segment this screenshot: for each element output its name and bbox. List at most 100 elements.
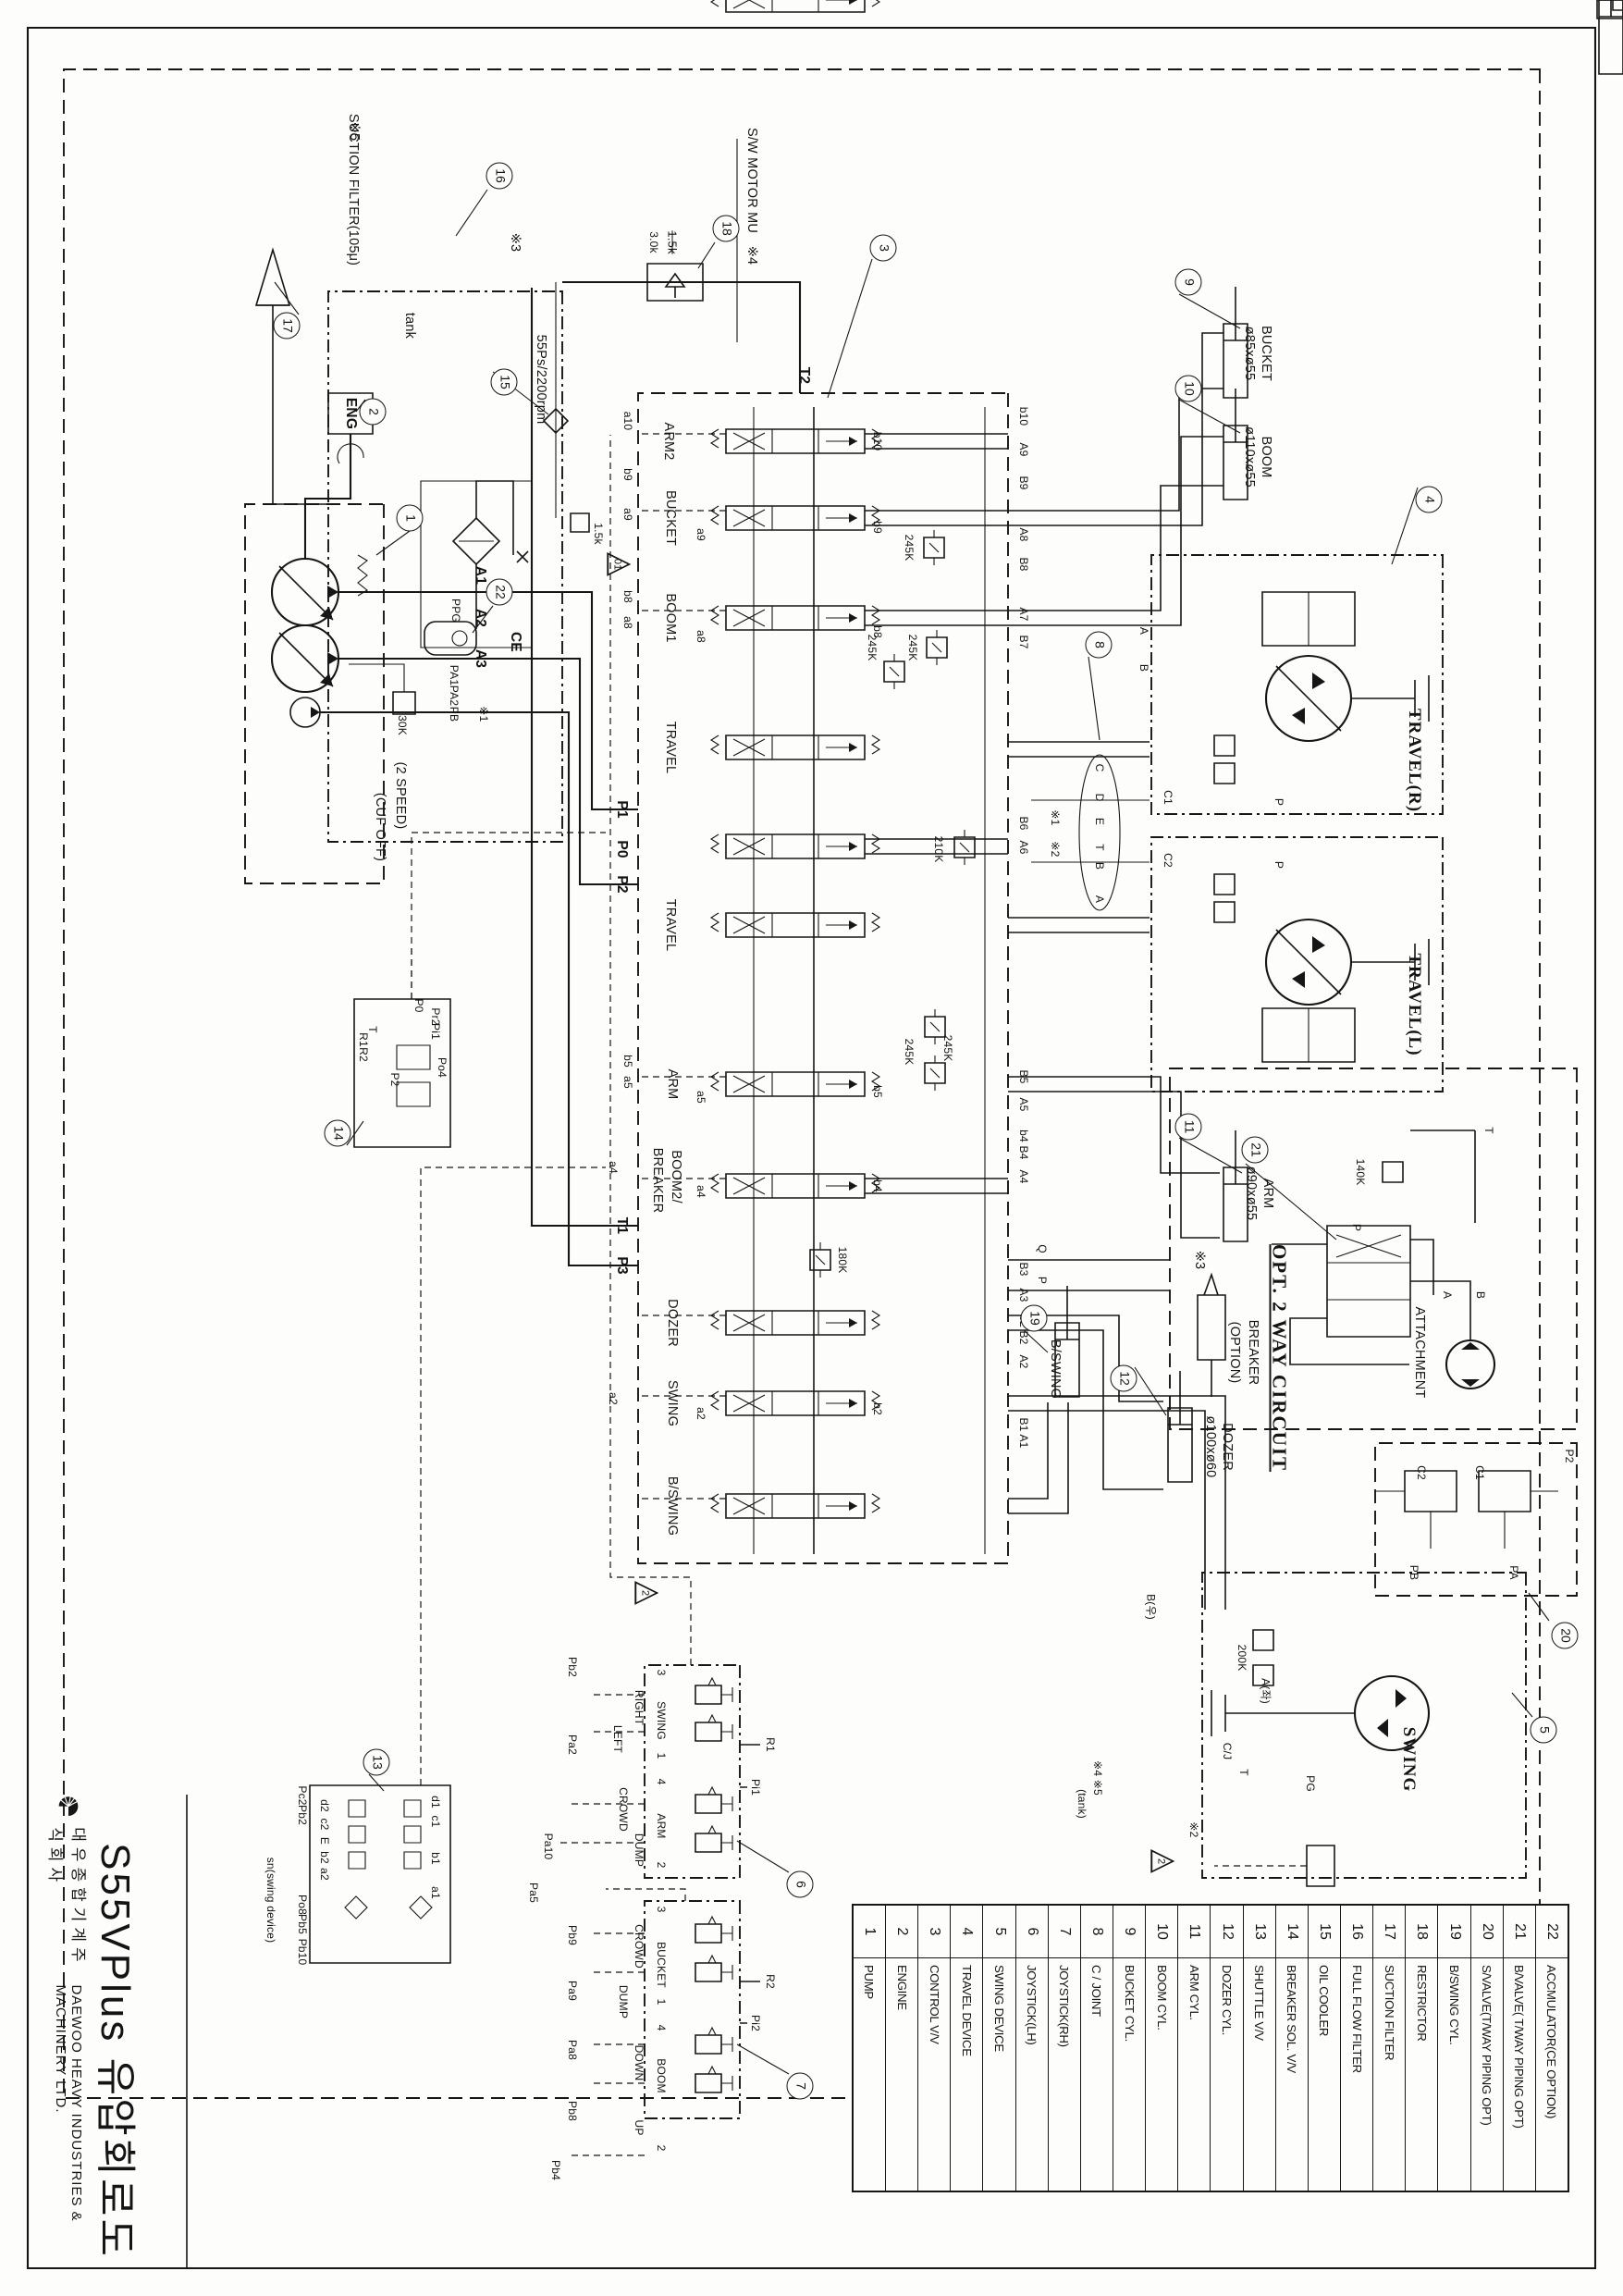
- diagram-label: b10: [871, 431, 884, 451]
- part-number: 18: [1406, 1906, 1438, 1958]
- delta-marker-2: △2: [1147, 1848, 1183, 1874]
- part-number: 21: [1503, 1906, 1535, 1958]
- diagram-label: P2: [1563, 1449, 1576, 1463]
- travel-left: [1151, 837, 1443, 1092]
- diagram-label: R2: [764, 1974, 777, 1989]
- diagram-label: BUCKET: [655, 1942, 668, 1988]
- ref-marker-2: 2: [359, 398, 387, 426]
- ref-marker-6: 6: [786, 1870, 814, 1898]
- diagram-label: 245K: [941, 1034, 954, 1062]
- diagram-label: ø85xø55: [1242, 326, 1257, 381]
- ref-marker-4: 4: [1415, 486, 1443, 513]
- diagram-label: 4: [655, 1778, 668, 1785]
- part-number: 11: [1178, 1906, 1211, 1958]
- diagram-label: P: [1350, 1223, 1363, 1232]
- diagram-label: ※3: [508, 232, 523, 253]
- diagram-label: a8: [695, 630, 707, 643]
- diagram-label: 245K: [906, 634, 919, 661]
- diagram-label: PB: [1408, 1564, 1420, 1581]
- diagram-label: SWING: [1399, 1726, 1419, 1793]
- diagram-label: BREAKER: [650, 1147, 665, 1214]
- diagram-label: ø90xø55: [1244, 1166, 1259, 1221]
- diagram-label: A3: [1017, 1288, 1030, 1302]
- diagram-label: B(우): [1144, 1594, 1158, 1620]
- diagram-label: ENG: [343, 397, 359, 430]
- ref-marker-9: 9: [1174, 268, 1202, 296]
- diagram-label: ø100xø60: [1203, 1415, 1218, 1478]
- control-valve-bank: [638, 393, 1008, 1563]
- diagram-label: BREAKER: [1246, 1319, 1260, 1386]
- diagram-label: 1.5k: [592, 523, 605, 545]
- diagram-label: ※2: [1187, 1821, 1200, 1838]
- diagram-label: a9: [695, 528, 707, 541]
- diagram-label: ø110xø55: [1242, 426, 1257, 488]
- part-name: RESTRICTOR: [1414, 1965, 1429, 2042]
- diagram-label: c1: [429, 1815, 442, 1828]
- s-valve-block: [1375, 1443, 1577, 1596]
- diagram-label: C1: [1162, 790, 1174, 805]
- diagram-label: P: [1273, 797, 1285, 807]
- diagram-label: TRAVEL(L): [1405, 953, 1424, 1056]
- part-number: 9: [1113, 1906, 1146, 1958]
- ref-marker-17: 17: [273, 312, 301, 339]
- diagram-label: Q: [1036, 1244, 1049, 1253]
- part-name: ARM CYL.: [1187, 1965, 1201, 2020]
- diagram-label: A(좌): [1259, 1678, 1273, 1704]
- part-number: 10: [1146, 1906, 1178, 1958]
- diagram-label: 210K: [932, 835, 945, 863]
- part-number: 5: [983, 1906, 1015, 1958]
- diagram-label: Pa9: [566, 1981, 579, 2001]
- diagram-label: 245K: [866, 634, 879, 661]
- diagram-label: PA2: [448, 685, 461, 707]
- diagram-label: BOOM: [655, 2058, 668, 2093]
- part-number: 3: [918, 1906, 951, 1958]
- part-name: S/VALVE(T/WAY PIPING OPT): [1480, 1965, 1494, 2126]
- diagram-label: Po4: [436, 1057, 449, 1078]
- breaker-sol-valve: [354, 944, 450, 1147]
- diagram-label: B9: [1017, 475, 1030, 490]
- diagram-label: b5: [871, 1085, 884, 1098]
- diagram-label: A2: [473, 608, 488, 628]
- company-name-kr: 대우종합기계주식회사: [46, 1827, 87, 1968]
- diagram-label: ※5: [347, 121, 362, 142]
- diagram-label: Pb5: [296, 1914, 309, 1934]
- diagram-label: 3: [655, 1906, 668, 1913]
- diagram-label: B: [1137, 663, 1150, 673]
- diagram-label: 245K: [903, 1038, 916, 1066]
- part-name: PUMP: [862, 1965, 877, 1999]
- diagram-label: PPG: [449, 599, 462, 623]
- diagram-label: E: [1093, 817, 1106, 826]
- diagram-label: Pb8: [566, 2101, 579, 2121]
- ref-marker-20: 20: [1551, 1622, 1579, 1649]
- ref-marker-18: 18: [712, 215, 740, 242]
- ref-marker-5: 5: [1530, 1716, 1557, 1744]
- diagram-label: sn(swing device): [264, 1857, 277, 1944]
- diagram-label: ATTACHMENT: [1412, 1306, 1427, 1399]
- diagram-label: 1: [655, 1752, 668, 1759]
- diagram-label: Pa5: [527, 1882, 540, 1903]
- diagram-label: Pi2: [749, 2015, 762, 2031]
- diagram-label: a10: [621, 411, 634, 431]
- diagram-label: Pb4: [549, 2160, 562, 2180]
- diagram-label: 30K: [396, 715, 409, 735]
- diagram-label: P: [1273, 860, 1285, 870]
- diagram-label: 1: [655, 1998, 668, 2006]
- diagram-label: (CUF OFF): [373, 792, 387, 862]
- diagram-label: PA1: [448, 664, 461, 686]
- diagram-label: P0: [614, 840, 630, 858]
- diagram-label: a9: [621, 508, 634, 521]
- return-lines: [532, 139, 800, 1226]
- diagram-label: DOZER: [665, 1299, 680, 1347]
- diagram-label: T1: [614, 1216, 630, 1235]
- diagram-label: B/SWING: [665, 1475, 680, 1537]
- sheet-border: [28, 28, 1595, 2268]
- diagram-label: P2: [388, 1072, 401, 1087]
- ref-marker-11: 11: [1174, 1113, 1202, 1141]
